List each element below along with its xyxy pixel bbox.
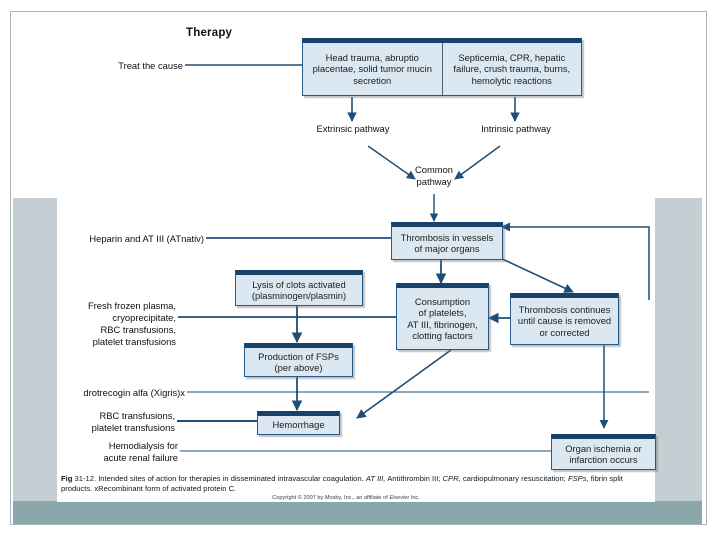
caption-fig-number: 31-12.	[74, 474, 97, 483]
causes-box-group: Head trauma, abruptio placentae, solid t…	[302, 38, 582, 96]
therapy-label-hemodialysis-line2: acute renal failure	[103, 452, 178, 463]
therapy-label-ffp-line2: cryoprecipitate,	[112, 312, 176, 323]
caption-text-1: Intended sites of action for therapies i…	[98, 474, 364, 483]
node-line: or corrected	[539, 326, 590, 338]
therapy-label-hemodialysis-line1: Hemodialysis for	[108, 440, 178, 451]
caption-abbr-3: FSPs,	[567, 474, 589, 483]
node-line: Lysis of clots activated	[252, 278, 346, 290]
therapy-label-rbc-line1: RBC transfusions,	[99, 410, 175, 421]
node-line: failure, crush trauma, burns,	[453, 63, 571, 75]
label-common-pathway-line1: Common	[414, 164, 454, 175]
therapy-label-rbc-line2: platelet transfusions	[91, 422, 175, 433]
therapy-label-ffp-line3: RBC transfusions,	[100, 324, 176, 335]
label-extrinsic-pathway: Extrinsic pathway	[316, 123, 390, 134]
caption-text-3: cardiopulmonary resuscitation;	[462, 474, 566, 483]
caption-fig-label: Fig	[61, 474, 73, 483]
node-line: AT III, fibrinogen,	[407, 318, 478, 330]
node-organ-ischemia: Organ ischemia or infarction occurs	[551, 434, 656, 470]
node-line: Thrombosis in vessels	[400, 231, 494, 243]
caption-abbr-2: CPR,	[442, 474, 461, 483]
node-hemorrhage: Hemorrhage	[257, 411, 340, 435]
label-common-pathway-line2: pathway	[416, 176, 452, 187]
node-line: of platelets,	[418, 307, 467, 319]
node-lysis-of-clots: Lysis of clots activated (plasminogen/pl…	[235, 270, 363, 306]
node-consumption: Consumption of platelets, AT III, fibrin…	[396, 283, 489, 350]
caption-text-4: fibrin split products. xRecombinant form…	[61, 474, 623, 493]
node-line: Organ ischemia or	[565, 442, 642, 454]
node-line: (per above)	[274, 362, 323, 373]
node-line: until cause is removed	[517, 315, 612, 327]
connector-intrinsic-to-common	[454, 145, 501, 180]
node-production-fsps: Production of FSPs (per above)	[244, 343, 353, 377]
node-line: infarction occurs	[569, 454, 638, 465]
node-line: placentae, solid tumor	[312, 63, 405, 75]
connector-thrombosis-to-continues	[495, 255, 574, 293]
node-line: Head trauma, abruptio	[325, 51, 419, 63]
node-line: Septicemia, CPR, hepatic	[458, 51, 566, 63]
node-line: (plasminogen/plasmin)	[251, 290, 347, 301]
therapy-label-ffp-line4: platelet transfusions	[92, 336, 176, 347]
node-causes-obstetric: Head trauma, abruptio placentae, solid t…	[303, 43, 443, 95]
node-thrombosis-continues: Thrombosis continues until cause is remo…	[510, 293, 619, 345]
connector-continues-feedback	[501, 222, 650, 300]
label-intrinsic-pathway: Intrinsic pathway	[481, 123, 551, 134]
caption-text-2: Antithrombin III;	[387, 474, 441, 483]
therapy-label-drotrecogin: drotrecogin alfa (Xigris)x	[83, 387, 185, 398]
decor-band-right	[655, 198, 702, 502]
therapy-label-heparin: Heparin and AT III (ATnativ)	[89, 233, 204, 244]
node-thrombosis-vessels: Thrombosis in vessels of major organs	[391, 222, 503, 260]
node-causes-systemic: Septicemia, CPR, hepatic failure, crush …	[443, 43, 582, 95]
connector-consumption-to-hemorrhage	[356, 349, 452, 419]
node-line: Thrombosis continues	[518, 303, 611, 315]
decor-band-bottom	[13, 501, 702, 524]
node-line: hemolytic reactions	[471, 74, 552, 86]
node-line: clotting factors	[412, 329, 473, 341]
therapy-label-treat-cause: Treat the cause	[118, 60, 183, 71]
figure-caption: Fig 31-12. Intended sites of action for …	[61, 474, 631, 493]
connector-extrinsic-to-common	[367, 145, 416, 180]
node-line: Production of FSPs	[258, 350, 339, 362]
therapy-label-ffp-line1: Fresh frozen plasma,	[87, 300, 176, 311]
node-line: Consumption	[414, 295, 471, 307]
decor-band-left	[13, 198, 57, 502]
copyright-notice: Copyright © 2007 by Mosby, Inc., an affi…	[272, 495, 420, 501]
node-line: Hemorrhage	[272, 419, 325, 431]
page-title: Therapy	[186, 27, 233, 39]
caption-abbr-1: AT III,	[365, 474, 386, 483]
node-line: of major organs	[414, 243, 480, 254]
node-line: mucin secretion	[353, 63, 432, 86]
